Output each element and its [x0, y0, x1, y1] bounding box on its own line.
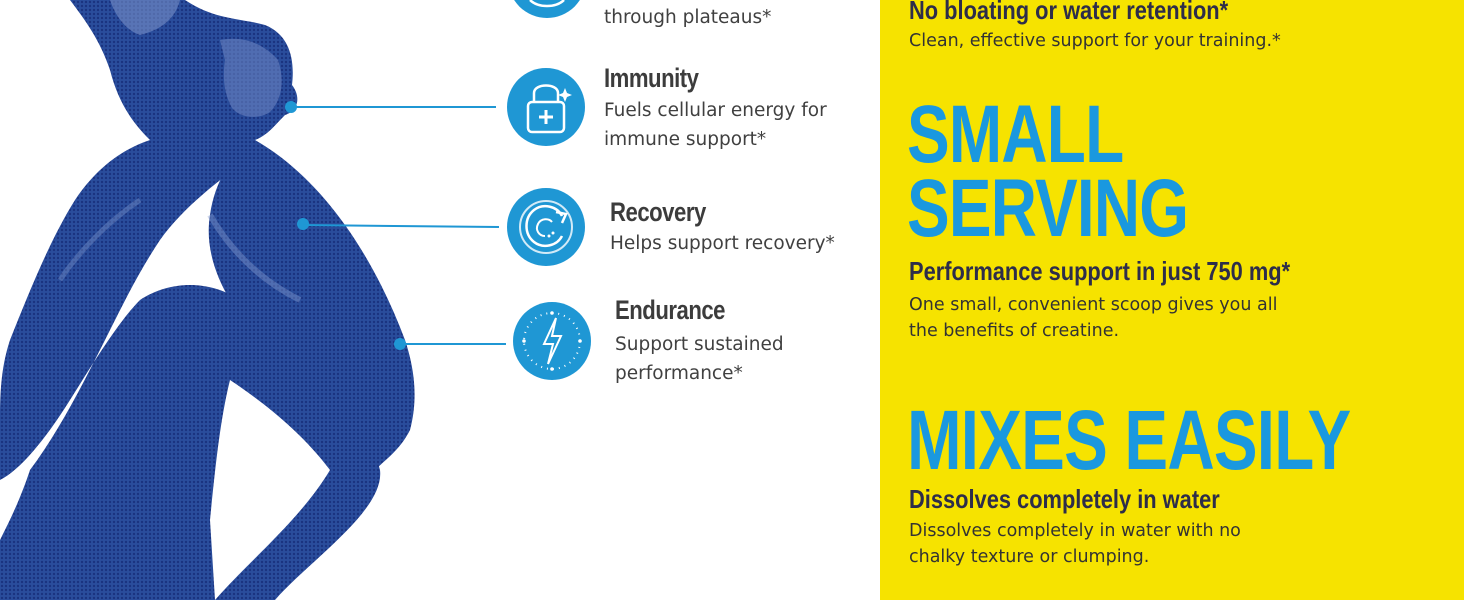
feature-subtitle: Performance support in just 750 mg*	[909, 256, 1291, 286]
benefits-panel: through plateaus* Immunity Fuels cellula…	[0, 0, 835, 600]
padlock-plus-icon	[507, 68, 585, 146]
headline-line: SERVING	[907, 163, 1189, 254]
connector-line-endurance	[400, 343, 506, 345]
feature-subtitle: No bloating or water retention*	[909, 0, 1229, 25]
benefit-description: Helps support recovery*	[610, 233, 835, 254]
feature-subtitle: Dissolves completely in water	[909, 484, 1220, 514]
athlete-image	[0, 0, 415, 600]
connector-line-immunity	[291, 106, 496, 108]
small-serving-headline: SMALL SERVING	[907, 89, 1189, 254]
connector-dot-recovery	[297, 218, 309, 230]
recovery-arrow-icon	[507, 188, 585, 266]
headline-line: SMALL	[907, 89, 1124, 180]
benefit-title: Recovery	[610, 197, 706, 227]
benefit-description: Support sustained performance*	[615, 334, 784, 384]
feature-body: One small, convenient scoop gives you al…	[909, 295, 1278, 341]
benefit-description: Fuels cellular energy for immune support…	[604, 100, 827, 150]
lightning-bolt-icon	[513, 302, 591, 380]
strength-icon	[508, 0, 586, 18]
feature-body: Clean, effective support for your traini…	[909, 31, 1281, 51]
benefit-title: Endurance	[615, 295, 725, 325]
feature-body: Dissolves completely in water with no ch…	[909, 521, 1241, 567]
mixes-easily-headline: MIXES EASILY	[907, 393, 1351, 487]
benefit-title: Immunity	[604, 63, 699, 93]
benefit-description: through plateaus*	[604, 7, 772, 28]
features-panel: No bloating or water retention* Clean, e…	[880, 0, 1464, 600]
